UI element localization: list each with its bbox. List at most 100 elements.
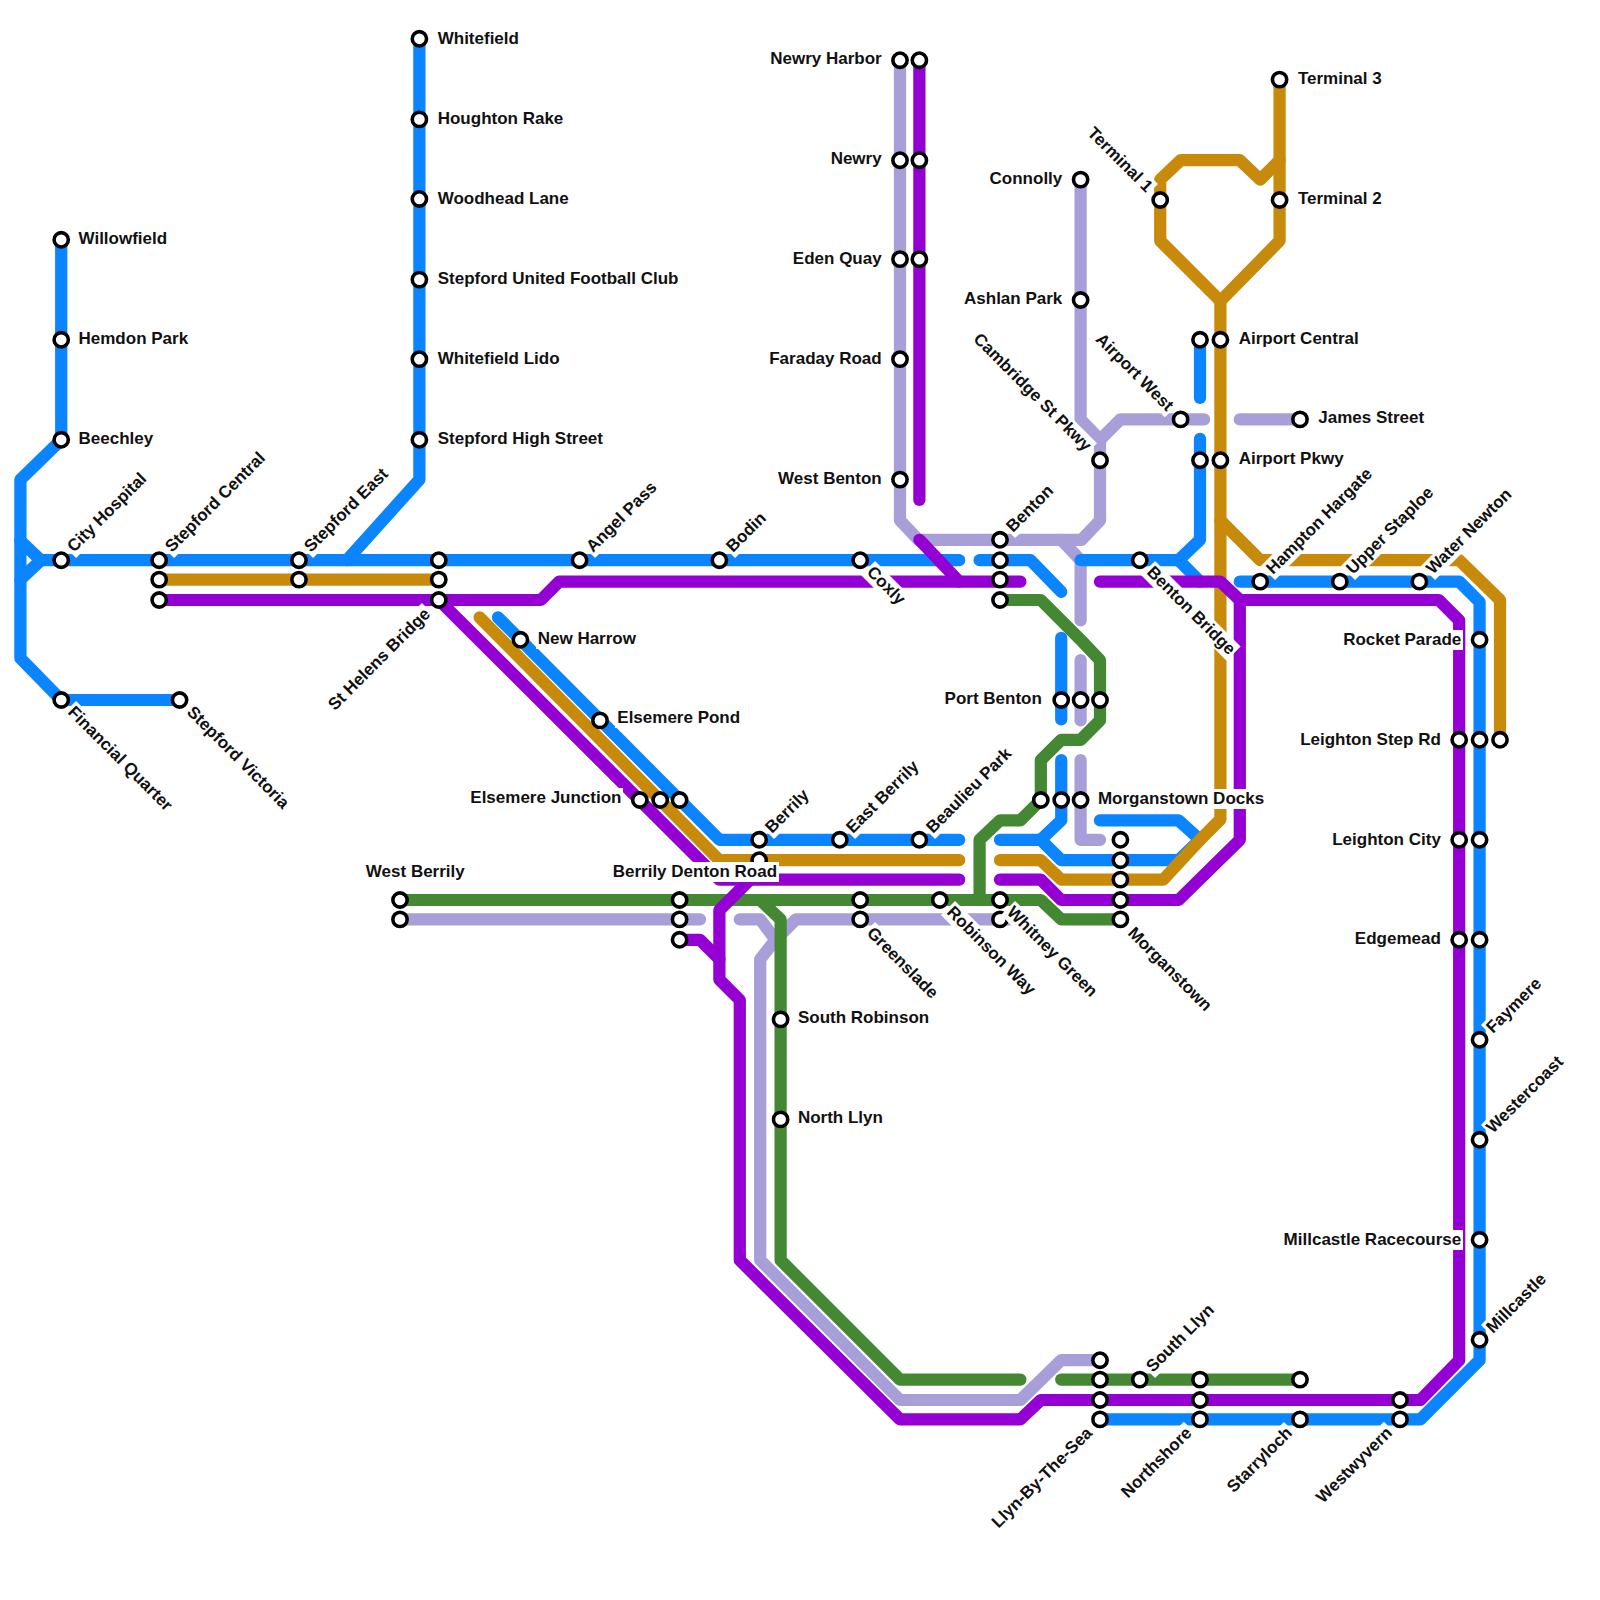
station-marker [853, 893, 867, 907]
station-marker [1193, 453, 1207, 467]
station-marker [853, 553, 867, 567]
station-marker [1253, 574, 1267, 588]
station-marker [593, 713, 607, 727]
station-marker [912, 53, 926, 67]
station-marker [1113, 833, 1127, 847]
station-marker [672, 793, 686, 807]
route-line [919, 540, 959, 582]
station-label: Newry Harbor [768, 49, 883, 69]
station-label: Millcastle [1481, 1268, 1552, 1339]
route-line [1081, 439, 1200, 560]
station-marker [752, 833, 766, 847]
station-label: East Berrily [841, 755, 925, 839]
station-marker [1093, 1372, 1107, 1386]
station-label: Edgemead [1353, 929, 1443, 949]
station-marker [1054, 693, 1068, 707]
route-line [20, 240, 179, 700]
station-marker [412, 272, 426, 286]
station-marker [672, 933, 686, 947]
station-label: Stepford High Street [436, 429, 605, 449]
station-marker [1173, 412, 1187, 426]
station-label: Stepford Central [160, 447, 271, 558]
station-marker [412, 32, 426, 46]
station-label: Connolly [988, 169, 1065, 189]
station-marker [1193, 333, 1207, 347]
station-label: Eden Quay [791, 249, 884, 269]
station-label: Willowfield [77, 229, 170, 249]
station-marker [1412, 574, 1426, 588]
route-line [41, 554, 959, 566]
route-line [1220, 80, 1279, 301]
station-label: Benton [1001, 479, 1059, 537]
station-label: St Helens Bridge [322, 603, 435, 716]
station-marker [1193, 1412, 1207, 1426]
station-label: West Benton [776, 469, 884, 489]
station-marker [993, 893, 1007, 907]
station-label: Whitefield Lido [436, 349, 562, 369]
station-label: Llyn-By-The-Sea [986, 1421, 1098, 1533]
station-label: Elsemere Pond [615, 708, 742, 728]
route-line [680, 582, 1460, 1420]
station-marker [1293, 412, 1307, 426]
station-marker [1113, 912, 1127, 926]
station-marker [773, 1012, 787, 1026]
station-label: City Hospital [62, 468, 152, 558]
station-marker [1093, 1353, 1107, 1367]
station-marker [1272, 72, 1286, 86]
route-line [1061, 540, 1080, 621]
route-line [719, 880, 750, 960]
station-marker [1093, 693, 1107, 707]
station-label: Berrily Denton Road [611, 862, 779, 882]
station-marker [1472, 833, 1486, 847]
station-label: Terminal 2 [1296, 189, 1384, 209]
station-marker [1472, 633, 1486, 647]
station-label: Stepford East [299, 463, 394, 558]
station-label: Woodhead Lane [436, 189, 571, 209]
station-marker [1393, 1412, 1407, 1426]
station-marker [432, 553, 446, 567]
station-marker [292, 553, 306, 567]
route-line [1074, 660, 1086, 720]
station-label: Berrily [760, 784, 815, 839]
station-label: North Llyn [796, 1108, 885, 1128]
route-line [1000, 600, 1240, 900]
station-label: Whitefield [436, 29, 521, 49]
route-line [1160, 160, 1279, 301]
station-marker [1293, 1412, 1307, 1426]
station-marker [993, 593, 1007, 607]
station-label: Rocket Parade [1341, 630, 1463, 650]
station-marker [172, 693, 186, 707]
station-marker [432, 593, 446, 607]
station-label: Northshore [1116, 1421, 1198, 1503]
station-marker [152, 593, 166, 607]
station-marker [1073, 693, 1087, 707]
station-marker [152, 572, 166, 586]
station-label: Stepford Victoria [181, 701, 295, 815]
route-line [1100, 582, 1480, 1420]
route-line [1081, 180, 1100, 440]
station-marker [1113, 872, 1127, 886]
station-marker [672, 912, 686, 926]
station-marker [1333, 574, 1347, 588]
station-marker [1133, 553, 1147, 567]
station-label: Faraday Road [767, 349, 883, 369]
station-marker [833, 833, 847, 847]
route-line [913, 60, 925, 500]
station-marker [54, 553, 68, 567]
station-marker [1393, 1393, 1407, 1407]
station-marker [712, 553, 726, 567]
station-label: Angel Pass [581, 476, 663, 558]
station-marker [54, 693, 68, 707]
station-marker [1472, 733, 1486, 747]
station-label: Port Benton [943, 689, 1044, 709]
station-label: Financial Quarter [62, 701, 178, 817]
station-marker [412, 192, 426, 206]
station-marker [1073, 293, 1087, 307]
station-label: New Harrow [536, 629, 638, 649]
route-line [900, 60, 1204, 540]
station-marker [393, 893, 407, 907]
station-marker [653, 793, 667, 807]
station-marker [1272, 193, 1286, 207]
station-marker [933, 893, 947, 907]
station-marker [513, 633, 527, 647]
